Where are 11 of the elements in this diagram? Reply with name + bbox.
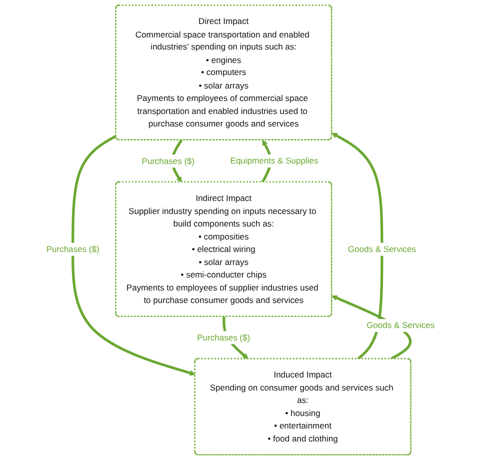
impact-box: Indirect Impact Supplier industry spending on inputs necessary to build components such as: • composities • electrical wiring • solar arrays • semi-conducter chips Payments to employees of supplier industries used to purchase consumer goods and services: [114, 181, 332, 318]
edge-label: Purchases ($): [46, 242, 100, 256]
edge-label: Goods & Services: [366, 318, 435, 332]
impact-box: Induced Impact Spending on consumer goods and services such as: • housing • entertainment • food and clothing: [194, 358, 412, 456]
edge-label: Purchases ($): [142, 154, 195, 168]
edge-label: Goods & Services: [348, 242, 416, 256]
impact-box: Direct Impact Commercial space transportation and enabled industries' spending on inputs such as: • engines • computers • solar arrays Payments to employees of commercial space transportation and enabled industries used to purchase consumer goods and services: [114, 4, 332, 140]
arrow: [72, 134, 196, 376]
arrow: [332, 132, 384, 360]
edge-label: Purchases ($): [197, 331, 250, 344]
edge-label: Equipments & Supplies: [230, 154, 318, 168]
